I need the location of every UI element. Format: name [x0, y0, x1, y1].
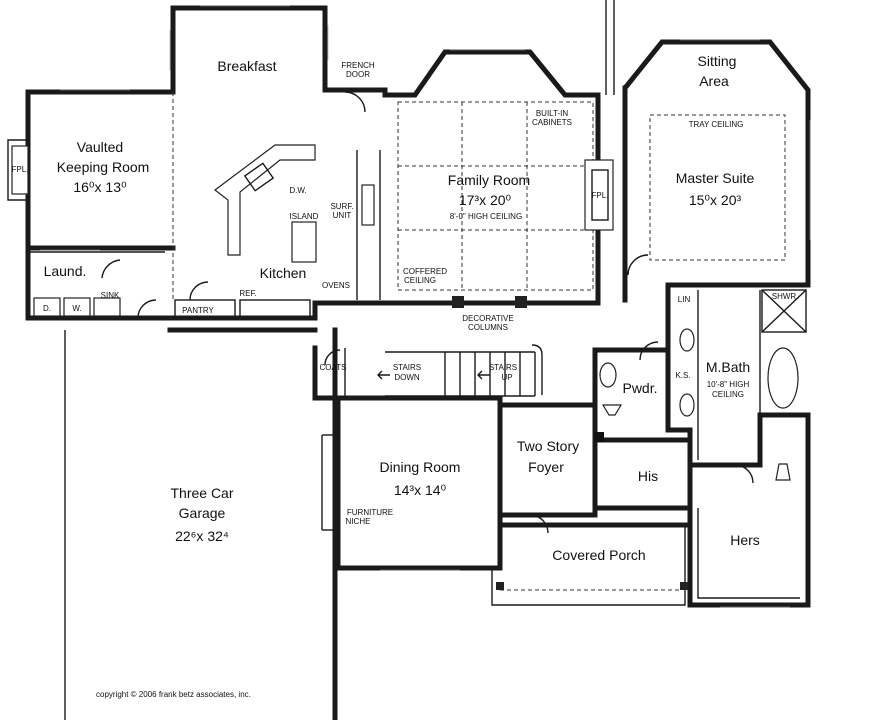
label-family: Family Room [448, 172, 530, 188]
label-keeping-2: Keeping Room [57, 159, 150, 175]
label-his: His [638, 468, 658, 484]
label-surf-1: SURF. [330, 202, 353, 211]
label-ks: K.S. [675, 371, 690, 380]
label-sink: SINK [101, 291, 120, 300]
label-ovens: OVENS [322, 281, 350, 290]
label-pantry: PANTRY [182, 306, 214, 315]
label-stairs-up-1: STAIRS [489, 363, 517, 372]
label-stairs-up-2: UP [501, 373, 512, 382]
label-powder: Pwdr. [622, 380, 657, 396]
label-kitchen: Kitchen [260, 265, 307, 281]
label-tray: TRAY CEILING [689, 120, 744, 129]
label-foyer-1: Two Story [517, 438, 579, 454]
label-family-ceiling: 8'-0" HIGH CEILING [450, 212, 522, 221]
label-builtin-2: CABINETS [532, 118, 572, 127]
label-coffered-2: CEILING [404, 276, 436, 285]
exterior-walls [7, 0, 811, 720]
label-washer: W. [72, 304, 81, 313]
label-surf-2: UNIT [333, 211, 352, 220]
copyright: copyright © 2006 frank betz associates, … [96, 690, 251, 699]
fixtures [33, 91, 799, 590]
label-stairs-down-2: DOWN [394, 373, 420, 382]
column-right [515, 296, 527, 308]
label-ref: REF. [239, 289, 256, 298]
label-garage-2: Garage [179, 505, 226, 521]
label-mbath-ceiling-1: 10'-8" HIGH [707, 380, 750, 389]
label-niche-1: FURNITURE [347, 508, 393, 517]
label-lin: LIN [678, 295, 691, 304]
label-deco-2: COLUMNS [468, 323, 508, 332]
label-fpl-family: FPL. [592, 191, 609, 200]
label-sitting-1: Sitting [698, 53, 737, 69]
label-keeping-size: 16⁰x 13⁰ [73, 179, 127, 195]
label-keeping-1: Vaulted [77, 139, 123, 155]
label-foyer-2: Foyer [528, 459, 564, 475]
label-master-size: 15⁰x 20³ [689, 192, 742, 208]
column-left [452, 296, 464, 308]
label-mbath: M.Bath [706, 359, 750, 375]
label-dining: Dining Room [380, 459, 461, 475]
label-laundry: Laund. [44, 263, 87, 279]
label-deco-1: DECORATIVE [462, 314, 513, 323]
label-coffered-1: COFFERED [403, 267, 447, 276]
stairs [385, 344, 543, 397]
label-stairs-down-1: STAIRS [393, 363, 421, 372]
label-garage-1: Three Car [170, 485, 233, 501]
room-labels: Breakfast Vaulted Keeping Room 16⁰x 13⁰ … [44, 53, 760, 563]
label-fpl-left: FPL. [12, 165, 29, 174]
label-builtin-1: BUILT-IN [536, 109, 569, 118]
label-dining-size: 14³x 14⁰ [394, 482, 447, 498]
label-mbath-ceiling-2: CEILING [712, 390, 744, 399]
label-dw: D.W. [289, 186, 306, 195]
windows [40, 5, 811, 608]
label-french-2: DOOR [346, 70, 370, 79]
label-master: Master Suite [676, 170, 755, 186]
label-island: ISLAND [290, 212, 319, 221]
label-garage-size: 22⁶x 32⁴ [175, 528, 229, 544]
annotation-labels: FRENCH DOOR BUILT-IN CABINETS TRAY CEILI… [12, 61, 797, 526]
label-shwr: SHWR [772, 292, 797, 301]
label-coats: COATS [320, 363, 347, 372]
label-sitting-2: Area [699, 73, 729, 89]
label-breakfast: Breakfast [217, 58, 276, 74]
stair-arrows [377, 370, 490, 380]
label-hers: Hers [730, 532, 760, 548]
label-french-1: FRENCH [341, 61, 375, 70]
label-family-size: 17³x 20⁰ [459, 192, 512, 208]
label-dryer: D. [43, 304, 51, 313]
label-porch: Covered Porch [552, 547, 645, 563]
label-niche-2: NICHE [346, 517, 371, 526]
